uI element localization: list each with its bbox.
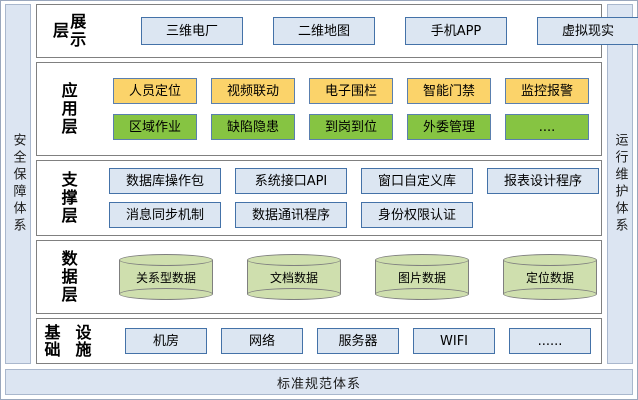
cylinder-top-ellipse: [503, 254, 597, 266]
layer-label-support: 支撑层: [58, 171, 78, 225]
node-box[interactable]: 视频联动: [211, 78, 295, 104]
node-box[interactable]: 手机APP: [405, 17, 507, 45]
node-box[interactable]: 虚拟现实: [537, 17, 638, 45]
bottom-bar-label: 标准规范体系: [276, 376, 361, 392]
node-box[interactable]: 窗口自定义库: [361, 168, 473, 194]
layer-body-data: 关系型数据 文档数据 图片数据 定位数据: [99, 241, 601, 313]
layer-data: 数据层 关系型数据 文档数据 图片数据 定位数据: [36, 240, 602, 314]
layer-body-infrastructure: 机房网络服务器 WIFI......: [99, 319, 601, 363]
node-box[interactable]: 身份权限认证: [361, 202, 473, 228]
layer-label-infrastructure: 基础设施: [37, 324, 99, 359]
node-box[interactable]: 人员定位: [113, 78, 197, 104]
layer-row: 区域作业缺陷隐患到岗到位外委管理....: [99, 114, 615, 140]
cylinder-top-ellipse: [119, 254, 213, 266]
node-box[interactable]: ....: [505, 114, 589, 140]
layer-support: 支撑层 数据库操作包系统接口API 窗口自定义库报表设计程序消息同步机制数据通讯程序…: [36, 160, 602, 236]
layer-label-presentation: 展示层: [50, 13, 87, 49]
layer-body-support: 数据库操作包系统接口API 窗口自定义库报表设计程序消息同步机制数据通讯程序身份权…: [99, 161, 601, 235]
pillar-left-label: 安全保障体系: [10, 133, 26, 235]
layer-label-line: 基础: [44, 322, 61, 359]
pillar-right-label: 运行维护体系: [612, 133, 628, 235]
layer-row: 机房网络服务器 WIFI......: [99, 328, 627, 354]
layer-label-data: 数据层: [58, 250, 78, 304]
cylinder-label: 文档数据: [269, 270, 318, 285]
node-box[interactable]: 消息同步机制: [109, 202, 221, 228]
database-cylinder[interactable]: 图片数据: [375, 254, 469, 300]
cylinder-top-ellipse: [375, 254, 469, 266]
layer-label-application: 应用层: [58, 82, 78, 136]
pillar-operation-maintenance: 运行维护体系: [607, 4, 633, 364]
node-box[interactable]: 缺陷隐患: [211, 114, 295, 140]
layer-row: 数据库操作包系统接口API 窗口自定义库报表设计程序: [99, 168, 611, 194]
node-box[interactable]: 机房: [125, 328, 207, 354]
database-cylinder[interactable]: 定位数据: [503, 254, 597, 300]
node-box[interactable]: 网络: [221, 328, 303, 354]
node-box[interactable]: 到岗到位: [309, 114, 393, 140]
layer-body-presentation: 三维电厂 二维地图 手机APP 虚拟现实: [99, 5, 638, 57]
node-box[interactable]: 外委管理: [407, 114, 491, 140]
database-cylinder[interactable]: 文档数据: [247, 254, 341, 300]
node-box[interactable]: 报表设计程序: [487, 168, 599, 194]
cylinder-label: 定位数据: [525, 270, 574, 285]
layer-row: 人员定位视频联动电子围栏智能门禁监控报警: [99, 78, 615, 104]
node-box[interactable]: 数据库操作包: [109, 168, 221, 194]
pillar-security-guarantee: 安全保障体系: [5, 4, 31, 364]
cylinder-bottom-ellipse: [375, 288, 469, 300]
cylinder-bottom-ellipse: [119, 288, 213, 300]
layer-presentation: 展示层 三维电厂 二维地图 手机APP 虚拟现实: [36, 4, 638, 58]
node-box[interactable]: 区域作业: [113, 114, 197, 140]
layer-row: 消息同步机制数据通讯程序身份权限认证: [99, 202, 611, 228]
database-cylinder[interactable]: 关系型数据: [119, 254, 213, 300]
layer-body-application: 人员定位视频联动电子围栏智能门禁监控报警区域作业缺陷隐患到岗到位外委管理....: [99, 63, 601, 155]
node-box[interactable]: 电子围栏: [309, 78, 393, 104]
node-box[interactable]: 智能门禁: [407, 78, 491, 104]
node-box[interactable]: 监控报警: [505, 78, 589, 104]
cylinder-bottom-ellipse: [503, 288, 597, 300]
layer-row: 关系型数据 文档数据 图片数据 定位数据: [99, 254, 621, 300]
cylinder-label: 关系型数据: [135, 270, 196, 285]
node-box[interactable]: 数据通讯程序: [235, 202, 347, 228]
node-box[interactable]: ......: [509, 328, 591, 354]
node-box[interactable]: WIFI: [413, 328, 495, 354]
node-box[interactable]: 三维电厂: [141, 17, 243, 45]
layer-label-line: 设施: [75, 322, 92, 359]
node-box[interactable]: 二维地图: [273, 17, 375, 45]
cylinder-top-ellipse: [247, 254, 341, 266]
bottom-standards-bar: 标准规范体系: [5, 369, 633, 395]
cylinder-label: 图片数据: [397, 270, 446, 285]
node-box[interactable]: 服务器: [317, 328, 399, 354]
layer-application: 应用层 人员定位视频联动电子围栏智能门禁监控报警区域作业缺陷隐患到岗到位外委管理.…: [36, 62, 602, 156]
cylinder-bottom-ellipse: [247, 288, 341, 300]
node-box[interactable]: 系统接口API: [235, 168, 347, 194]
layer-row: 三维电厂 二维地图 手机APP 虚拟现实: [99, 17, 638, 45]
